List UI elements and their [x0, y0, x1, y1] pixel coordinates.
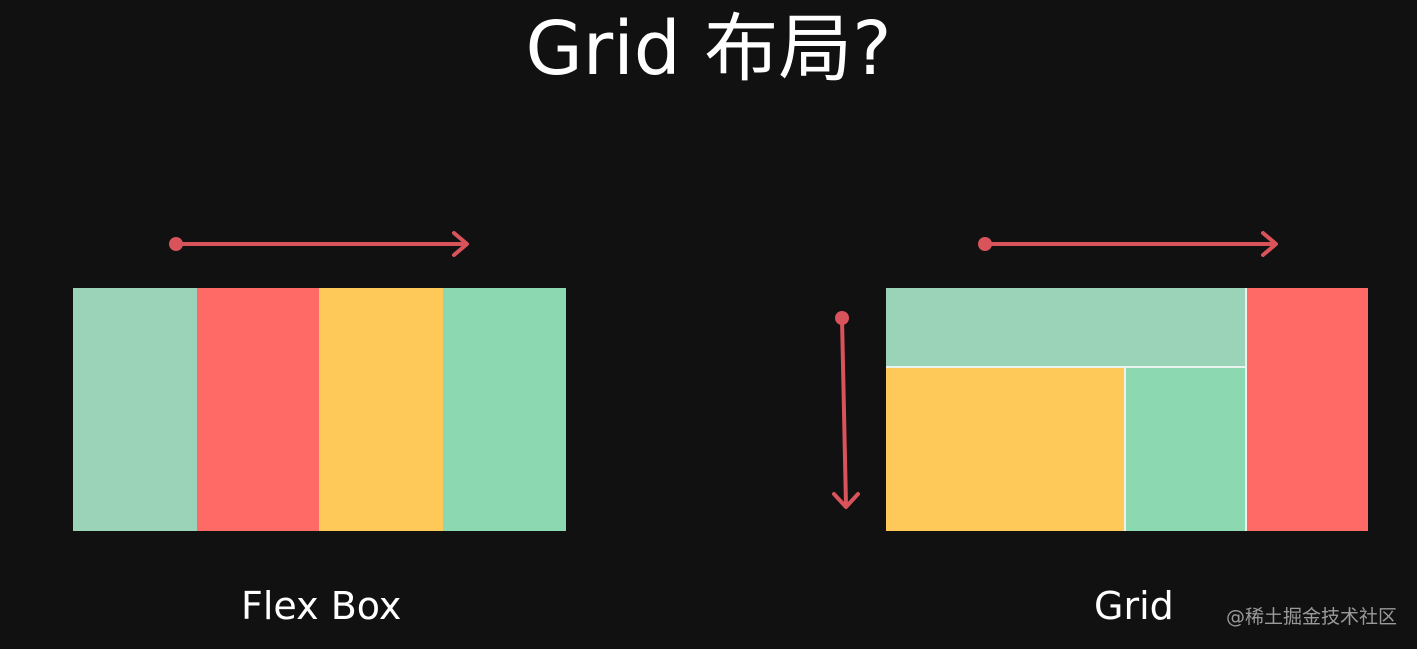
arrow-head — [832, 492, 860, 509]
grid-cell-bottom-left — [886, 368, 1126, 531]
flexbox-diagram — [73, 288, 566, 531]
grid-cell-top — [886, 288, 1247, 368]
arrow-shaft — [840, 317, 848, 507]
flex-item-1 — [73, 288, 197, 531]
grid-cell-right — [1247, 288, 1368, 531]
grid-cell-bottom-middle — [1126, 368, 1247, 531]
grid-diagram — [886, 288, 1368, 531]
flex-item-2 — [197, 288, 319, 531]
arrow-head — [1261, 231, 1278, 257]
flex-item-4 — [443, 288, 566, 531]
watermark: @稀土掘金技术社区 — [1225, 606, 1397, 628]
flexbox-label: Flex Box — [241, 584, 402, 628]
grid-horizontal-arrow — [978, 231, 1278, 257]
flex-item-3 — [319, 288, 443, 531]
page-title: Grid 布局? — [525, 6, 892, 92]
flexbox-horizontal-arrow — [169, 231, 469, 257]
arrow-head — [452, 231, 469, 257]
grid-label: Grid — [1094, 584, 1174, 628]
grid-vertical-arrow — [832, 311, 860, 509]
